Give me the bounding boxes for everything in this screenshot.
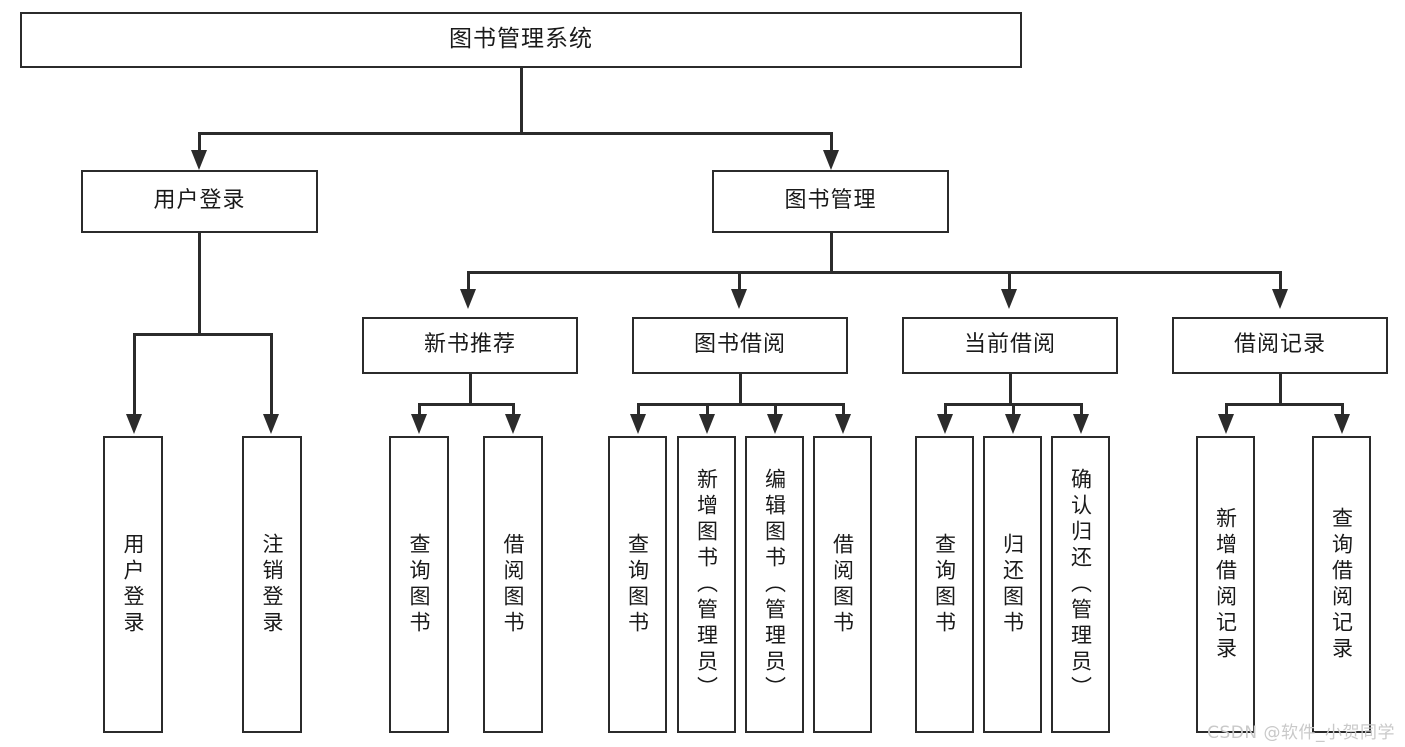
connector-current-borrow-stem: [1009, 374, 1012, 405]
node-book-management[interactable]: 图书管理: [712, 170, 949, 233]
connector-new-book-rec-bar: [418, 403, 513, 406]
arrow-new-book-rec-leaf-2: [505, 414, 521, 434]
node-leaf-add-borrow-record[interactable]: 新增借阅记录: [1196, 436, 1255, 733]
connector-current-borrow-leg-3: [1080, 403, 1083, 416]
node-book-borrow[interactable]: 图书借阅: [632, 317, 848, 374]
connector-book-borrow-leg-1: [637, 403, 640, 416]
node-label: 查询图书: [625, 532, 650, 637]
arrow-book-manage-to-borrow-record: [1272, 289, 1288, 309]
connector-current-borrow-leg-2: [1012, 403, 1015, 416]
connector-book-manage-leg-2: [738, 271, 741, 291]
arrow-root-to-book-manage: [823, 150, 839, 170]
node-label: 注销登录: [260, 532, 284, 637]
node-label: 图书管理系统: [449, 26, 593, 53]
node-label: 借阅记录: [1233, 332, 1326, 358]
connector-borrow-record-bar: [1225, 403, 1343, 406]
arrow-user-login-leaf-2: [263, 414, 279, 434]
node-leaf-query-book-1[interactable]: 查询图书: [389, 436, 449, 733]
node-user-login[interactable]: 用户登录: [81, 170, 318, 233]
node-label: 新增图书（管理员）: [694, 467, 719, 702]
connector-new-book-rec-leg-2: [512, 403, 515, 416]
csdn-watermark: CSDN @软件_小贺同学: [1207, 723, 1395, 743]
connector-current-borrow-leg-1: [944, 403, 947, 416]
connector-user-login-leg-1: [133, 333, 136, 416]
arrow-new-book-rec-leaf-1: [411, 414, 427, 434]
node-label: 查询借阅记录: [1329, 506, 1354, 663]
node-leaf-borrow-book-2[interactable]: 借阅图书: [813, 436, 872, 733]
connector-book-manage-leg-4: [1279, 271, 1282, 291]
node-leaf-query-book-3[interactable]: 查询图书: [915, 436, 974, 733]
connector-user-login-leg-2: [270, 333, 273, 416]
connector-book-manage-leg-1: [467, 271, 470, 291]
connector-new-book-rec-stem: [469, 374, 472, 405]
connector-user-login-branch-bar: [133, 333, 272, 336]
node-root-book-management-system[interactable]: 图书管理系统: [20, 12, 1022, 68]
connector-book-borrow-leg-4: [842, 403, 845, 416]
arrow-book-borrow-leaf-1: [630, 414, 646, 434]
arrow-current-borrow-leaf-1: [937, 414, 953, 434]
node-label: 新书推荐: [423, 332, 516, 358]
arrow-current-borrow-leaf-2: [1005, 414, 1021, 434]
connector-book-borrow-bar: [637, 403, 843, 406]
connector-borrow-record-stem: [1279, 374, 1282, 405]
connector-root-stem: [520, 68, 523, 134]
connector-root-to-user-login: [198, 132, 201, 152]
connector-root-branch-bar: [198, 132, 832, 135]
node-leaf-borrow-book-1[interactable]: 借阅图书: [483, 436, 543, 733]
connector-book-borrow-leg-2: [706, 403, 709, 416]
node-leaf-query-book-2[interactable]: 查询图书: [608, 436, 667, 733]
node-leaf-edit-book[interactable]: 编辑图书（管理员）: [745, 436, 804, 733]
node-leaf-user-login[interactable]: 用户登录: [103, 436, 163, 733]
arrow-book-borrow-leaf-4: [835, 414, 851, 434]
node-label: 图书管理: [784, 188, 877, 214]
connector-root-to-book-manage: [830, 132, 833, 152]
node-label: 编辑图书（管理员）: [762, 467, 787, 702]
connector-book-borrow-leg-3: [774, 403, 777, 416]
node-leaf-query-borrow-record[interactable]: 查询借阅记录: [1312, 436, 1371, 733]
node-leaf-logout[interactable]: 注销登录: [242, 436, 302, 733]
node-current-borrow[interactable]: 当前借阅: [902, 317, 1118, 374]
node-leaf-return-book[interactable]: 归还图书: [983, 436, 1042, 733]
connector-borrow-record-leg-2: [1341, 403, 1344, 416]
arrow-book-borrow-leaf-2: [699, 414, 715, 434]
arrow-current-borrow-leaf-3: [1073, 414, 1089, 434]
node-label: 确认归还（管理员）: [1068, 467, 1093, 702]
node-label: 用户登录: [121, 532, 145, 637]
arrow-book-manage-to-current-borrow: [1001, 289, 1017, 309]
node-label: 查询图书: [407, 532, 431, 637]
node-label: 归还图书: [1000, 532, 1025, 637]
connector-book-manage-branch-bar: [467, 271, 1282, 274]
node-label: 用户登录: [153, 188, 246, 214]
connector-book-borrow-stem: [739, 374, 742, 405]
arrow-borrow-record-leaf-2: [1334, 414, 1350, 434]
node-label: 借阅图书: [830, 532, 855, 637]
node-label: 图书借阅: [693, 332, 786, 358]
arrow-root-to-user-login: [191, 150, 207, 170]
node-borrow-record[interactable]: 借阅记录: [1172, 317, 1388, 374]
node-label: 新增借阅记录: [1213, 506, 1238, 663]
node-label: 当前借阅: [963, 332, 1056, 358]
node-leaf-confirm-return[interactable]: 确认归还（管理员）: [1051, 436, 1110, 733]
arrow-borrow-record-leaf-1: [1218, 414, 1234, 434]
node-label: 查询图书: [932, 532, 957, 637]
connector-new-book-rec-leg-1: [418, 403, 421, 416]
node-leaf-add-book[interactable]: 新增图书（管理员）: [677, 436, 736, 733]
node-new-book-recommendation[interactable]: 新书推荐: [362, 317, 578, 374]
connector-book-manage-stem: [830, 233, 833, 273]
arrow-book-manage-to-book-borrow: [731, 289, 747, 309]
node-label: 借阅图书: [501, 532, 525, 637]
arrow-user-login-leaf-1: [126, 414, 142, 434]
arrow-book-manage-to-new-book-rec: [460, 289, 476, 309]
arrow-book-borrow-leaf-3: [767, 414, 783, 434]
connector-book-manage-leg-3: [1008, 271, 1011, 291]
connector-user-login-stem: [198, 233, 201, 335]
connector-borrow-record-leg-1: [1225, 403, 1228, 416]
